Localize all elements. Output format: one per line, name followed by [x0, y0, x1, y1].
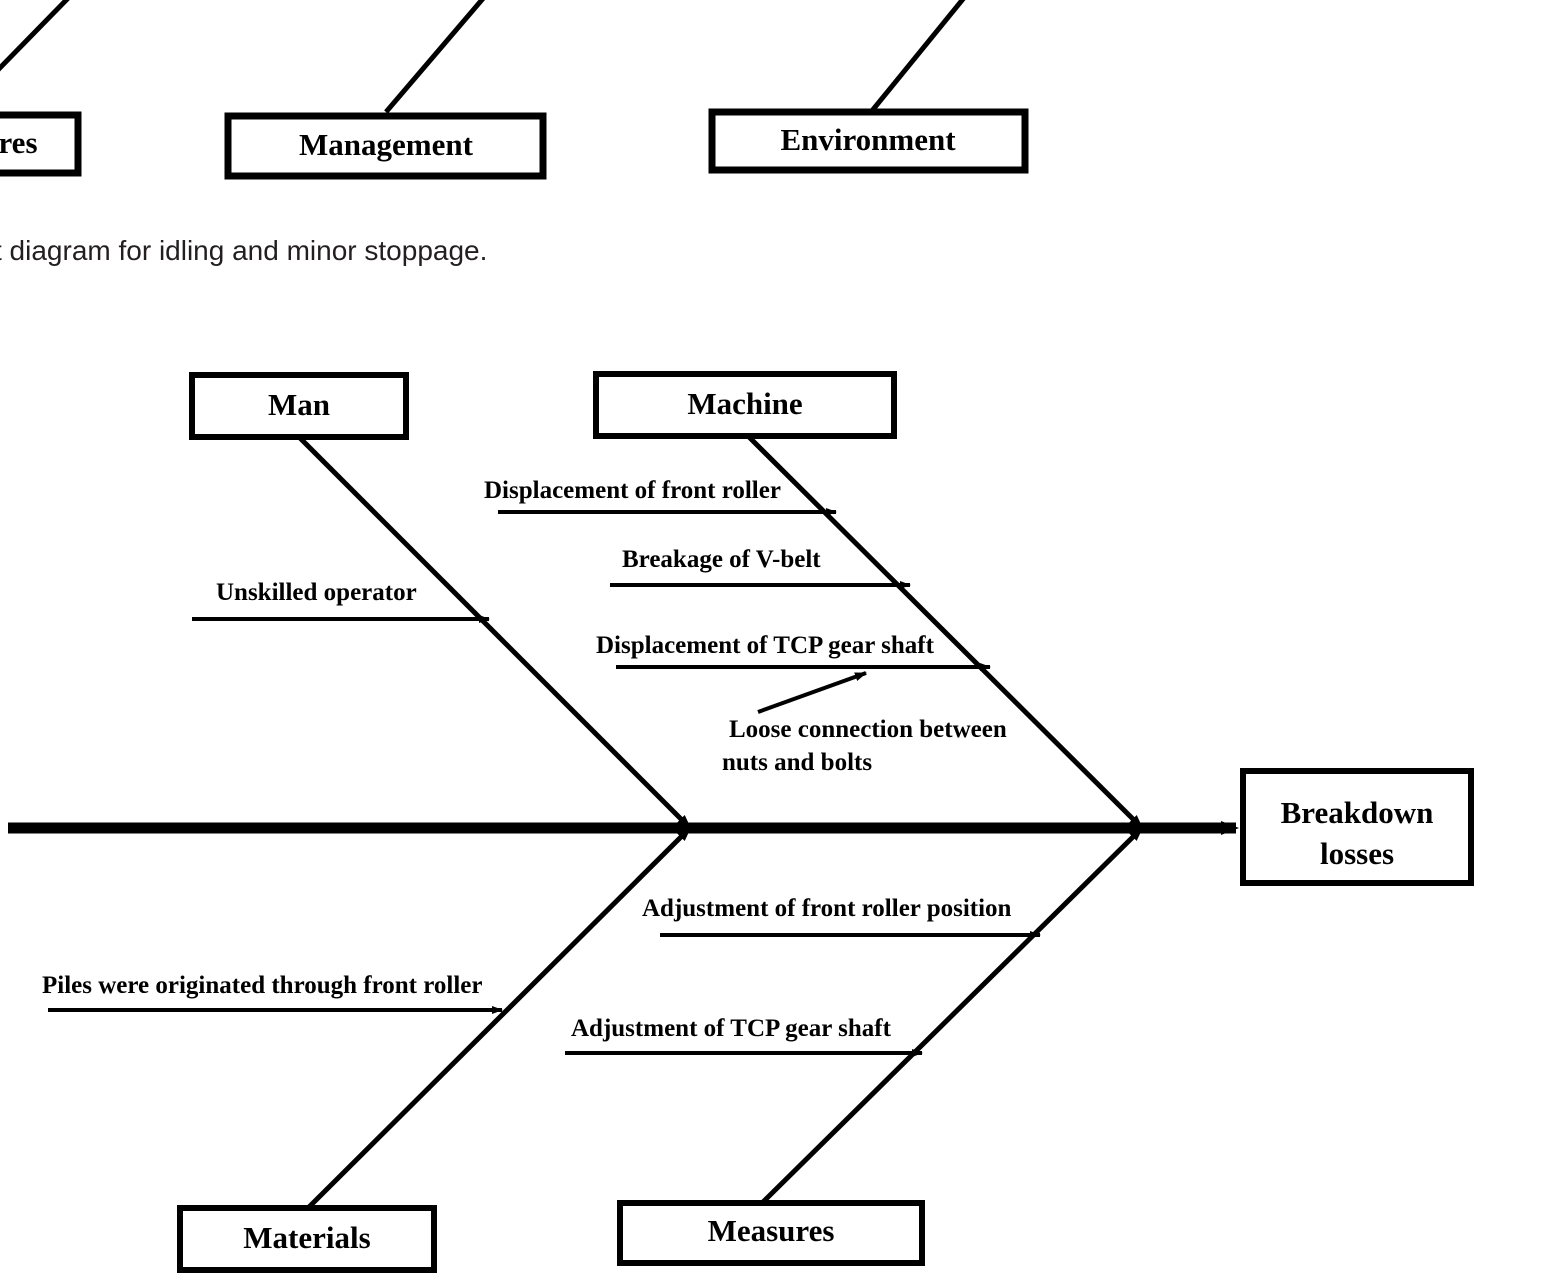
top-fragment-group: res Management Environment [0, 0, 1029, 180]
cause-displacement-tcp-gear-shaft-label: Displacement of TCP gear shaft [596, 632, 935, 659]
effect-box-breakdown-losses: Breakdown losses [1240, 768, 1474, 886]
rib-machine [746, 434, 1144, 830]
top-fragment-rib-2 [384, 0, 486, 114]
top-fragment-box-measures-label: res [0, 125, 38, 160]
effect-box-label-line1: Breakdown [1281, 795, 1434, 830]
sub-cause-loose-connection-line2: nuts and bolts [722, 749, 872, 776]
cause-displacement-front-roller-label: Displacement of front roller [484, 477, 781, 504]
cause-adjustment-tcp-gear-shaft-label: Adjustment of TCP gear shaft [571, 1015, 892, 1042]
category-box-machine: Machine [593, 371, 897, 439]
category-box-machine-label: Machine [687, 386, 802, 421]
rib-man [297, 435, 692, 830]
cause-adjustment-front-roller-position-label: Adjustment of front roller position [642, 895, 1012, 922]
cause-unskilled-operator: Unskilled operator [192, 579, 490, 623]
top-fragment-rib-3 [869, 0, 966, 114]
effect-box-label-line2: losses [1320, 836, 1394, 871]
category-box-materials-rect [177, 1205, 437, 1273]
cause-displacement-tcp-gear-shaft: Displacement of TCP gear shaft [596, 632, 991, 671]
sub-cause-loose-connection: Loose connection between nuts and bolts [722, 671, 1007, 776]
top-fragment-box-environment [708, 108, 1029, 174]
category-box-materials-label: Materials [243, 1220, 370, 1255]
cause-displacement-front-roller: Displacement of front roller [484, 477, 837, 516]
cause-piles-originated-label: Piles were originated through front roll… [42, 972, 482, 999]
category-box-man: Man [189, 372, 409, 440]
category-box-measures: Measures [617, 1200, 925, 1266]
top-fragment-rib-1 [0, 0, 70, 72]
effect-box-rect [1240, 768, 1474, 886]
figure-caption: t diagram for idling and minor stoppage. [0, 235, 488, 266]
rib-materials [306, 826, 692, 1210]
sub-cause-loose-connection-arrow [757, 671, 867, 714]
cause-breakage-v-belt-label: Breakage of V-belt [622, 546, 821, 573]
category-box-man-label: Man [268, 387, 330, 422]
sub-cause-loose-connection-line1: Loose connection between [729, 716, 1007, 743]
top-fragment-box-measures [0, 111, 82, 177]
cause-adjustment-tcp-gear-shaft: Adjustment of TCP gear shaft [565, 1015, 923, 1057]
top-fragment-box-management-label: Management [299, 127, 474, 162]
category-box-measures-rect [617, 1200, 925, 1266]
rib-measures [760, 826, 1144, 1205]
category-box-materials: Materials [177, 1205, 437, 1273]
category-box-man-rect [189, 372, 409, 440]
cause-piles-originated: Piles were originated through front roll… [42, 972, 503, 1014]
top-fragment-box-environment-label: Environment [780, 122, 956, 157]
category-box-measures-label: Measures [708, 1213, 835, 1248]
cause-unskilled-operator-label: Unskilled operator [216, 579, 417, 606]
cause-adjustment-front-roller-position: Adjustment of front roller position [642, 895, 1041, 939]
cause-breakage-v-belt: Breakage of V-belt [610, 546, 911, 589]
category-box-machine-rect [593, 371, 897, 439]
top-fragment-box-management [224, 112, 547, 180]
